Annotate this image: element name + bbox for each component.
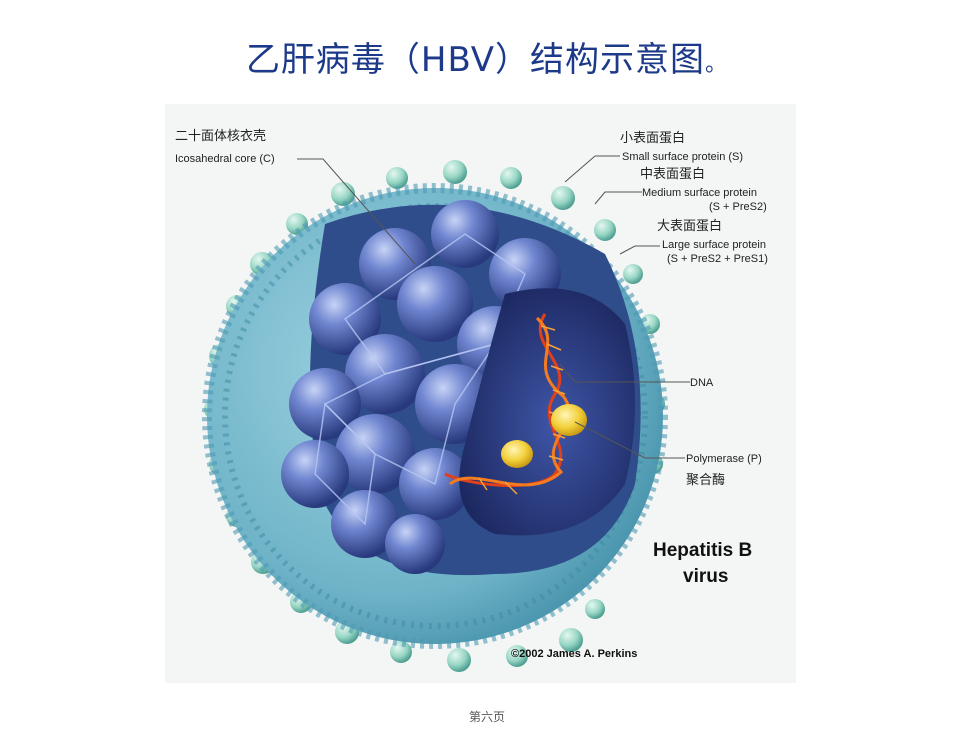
label-large-cn: 大表面蛋白	[657, 218, 722, 234]
virus-name-line-2: virus	[683, 566, 728, 587]
hbv-illustration: 二十面体核衣壳 Icosahedral core (C) 小表面蛋白 Small…	[175, 128, 768, 672]
label-large-en-2: (S + PreS2 + PreS1)	[667, 253, 768, 265]
polymerase-protein	[501, 404, 587, 468]
virus-name-line-1: Hepatitis B	[653, 540, 752, 561]
label-core-en: Icosahedral core (C)	[175, 153, 275, 165]
page-number: 第六页	[468, 710, 505, 724]
label-polymerase-cn: 聚合酶	[686, 472, 725, 488]
slide-title-text: 乙肝病毒（HBV）结构示意图	[245, 40, 706, 80]
dna-double-helix	[444, 313, 571, 495]
slide-title-period: 。	[705, 52, 729, 77]
hbv-structure-figure: 二十面体核衣壳 Icosahedral core (C) 小表面蛋白 Small…	[165, 104, 796, 683]
label-medium-en-2: (S + PreS2)	[709, 201, 767, 213]
label-medium-cn: 中表面蛋白	[640, 166, 705, 182]
label-small-en: Small surface protein (S)	[622, 151, 743, 163]
core-cavity	[459, 288, 635, 536]
label-core-cn: 二十面体核衣壳	[175, 128, 266, 144]
label-medium-en-1: Medium surface protein	[642, 187, 757, 199]
label-large-en-1: Large surface protein	[662, 239, 766, 251]
copyright-notice: ©2002 James A. Perkins	[511, 648, 637, 660]
diagram-labels: 二十面体核衣壳 Icosahedral core (C) 小表面蛋白 Small…	[175, 128, 768, 660]
label-small-cn: 小表面蛋白	[620, 130, 685, 146]
label-polymerase-en: Polymerase (P)	[686, 453, 762, 465]
label-dna: DNA	[690, 377, 714, 389]
slide-title: 乙肝病毒（HBV）结构示意图。	[0, 32, 974, 81]
callout-lines	[297, 155, 690, 459]
